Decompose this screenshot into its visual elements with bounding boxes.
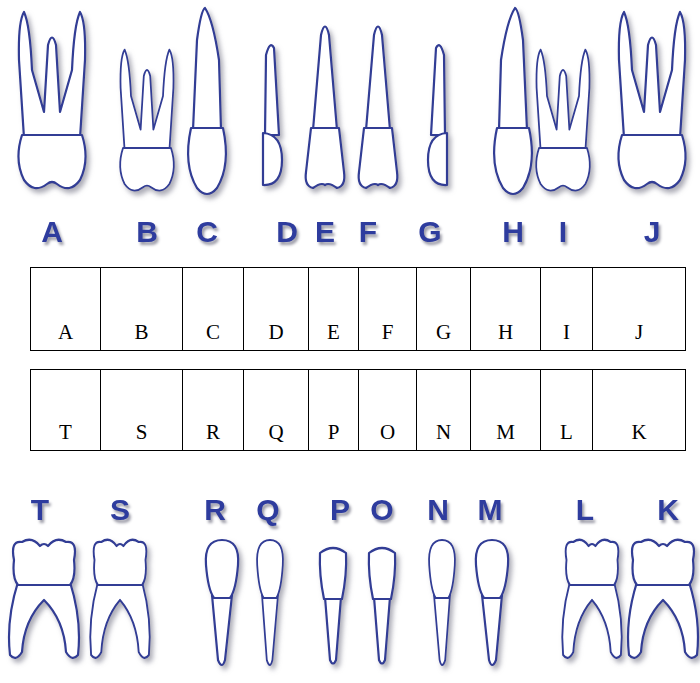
- tooth-letter: T: [31, 495, 49, 525]
- cell-text: N: [436, 422, 451, 450]
- table-cell: H: [470, 267, 541, 351]
- tooth-letter: J: [644, 217, 661, 247]
- cell-text: O: [380, 422, 395, 450]
- table-cell: C: [182, 267, 244, 351]
- table-cell: S: [100, 369, 183, 451]
- cell-text: M: [496, 422, 515, 450]
- tooth-letter: Q: [256, 495, 279, 525]
- table-cell: K: [592, 369, 686, 451]
- cell-text: P: [328, 422, 340, 450]
- table-cell: E: [308, 267, 359, 351]
- cell-text: K: [631, 422, 646, 450]
- tooth-letter: D: [276, 217, 298, 247]
- cell-text: G: [436, 322, 451, 350]
- tooth-letter: E: [315, 217, 335, 247]
- table-cell: B: [100, 267, 183, 351]
- cell-text: C: [206, 322, 220, 350]
- tooth-letter: M: [478, 495, 503, 525]
- cell-text: Q: [268, 422, 283, 450]
- cell-text: I: [563, 322, 570, 350]
- table-cell: P: [308, 369, 359, 451]
- cell-text: E: [327, 322, 340, 350]
- tooth-letter: A: [41, 217, 63, 247]
- tooth-letter: R: [204, 495, 226, 525]
- cell-text: H: [498, 322, 513, 350]
- table-cell: R: [182, 369, 244, 451]
- tooth-letter: C: [196, 217, 218, 247]
- tooth-letter: I: [559, 217, 567, 247]
- table-cell: A: [30, 267, 101, 351]
- table-cell: D: [243, 267, 309, 351]
- table-cell: O: [358, 369, 417, 451]
- tooth-letter: F: [359, 217, 377, 247]
- tooth-letter: K: [657, 495, 679, 525]
- cell-text: L: [560, 422, 573, 450]
- table-cell: F: [358, 267, 417, 351]
- tooth-letter: S: [110, 495, 130, 525]
- cell-text: T: [59, 422, 72, 450]
- tooth-letter: P: [330, 495, 350, 525]
- tooth-letter: H: [502, 217, 524, 247]
- cell-text: A: [58, 322, 73, 350]
- table-cell: T: [30, 369, 101, 451]
- tooth-letter: O: [370, 495, 393, 525]
- table-cell: M: [470, 369, 541, 451]
- table-cell: Q: [243, 369, 309, 451]
- table-cell: J: [592, 267, 686, 351]
- cell-text: B: [134, 322, 148, 350]
- cell-text: F: [382, 322, 394, 350]
- table-cell: N: [416, 369, 471, 451]
- tooth-letter: L: [576, 495, 594, 525]
- cell-text: S: [136, 422, 148, 450]
- cell-text: D: [268, 322, 283, 350]
- table-cell: L: [540, 369, 593, 451]
- table-cell: G: [416, 267, 471, 351]
- tooth-letter: B: [136, 217, 158, 247]
- tooth-letter: N: [427, 495, 449, 525]
- tooth-letter: G: [418, 217, 441, 247]
- cell-text: R: [206, 422, 220, 450]
- cell-text: J: [635, 322, 643, 350]
- table-cell: I: [540, 267, 593, 351]
